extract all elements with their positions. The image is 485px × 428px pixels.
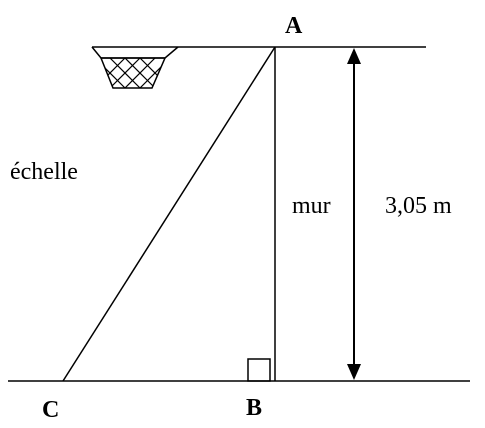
point-b-label: B bbox=[246, 395, 263, 421]
right-angle-marker bbox=[247, 358, 271, 382]
point-a-label: A bbox=[285, 13, 303, 39]
basket-net bbox=[91, 46, 179, 89]
height-arrow bbox=[347, 48, 361, 380]
wall-label: mur bbox=[292, 193, 331, 219]
ladder-label: échelle bbox=[10, 159, 78, 185]
ladder-line bbox=[62, 46, 276, 382]
height-label: 3,05 m bbox=[385, 193, 452, 219]
point-c-label: C bbox=[42, 397, 60, 423]
